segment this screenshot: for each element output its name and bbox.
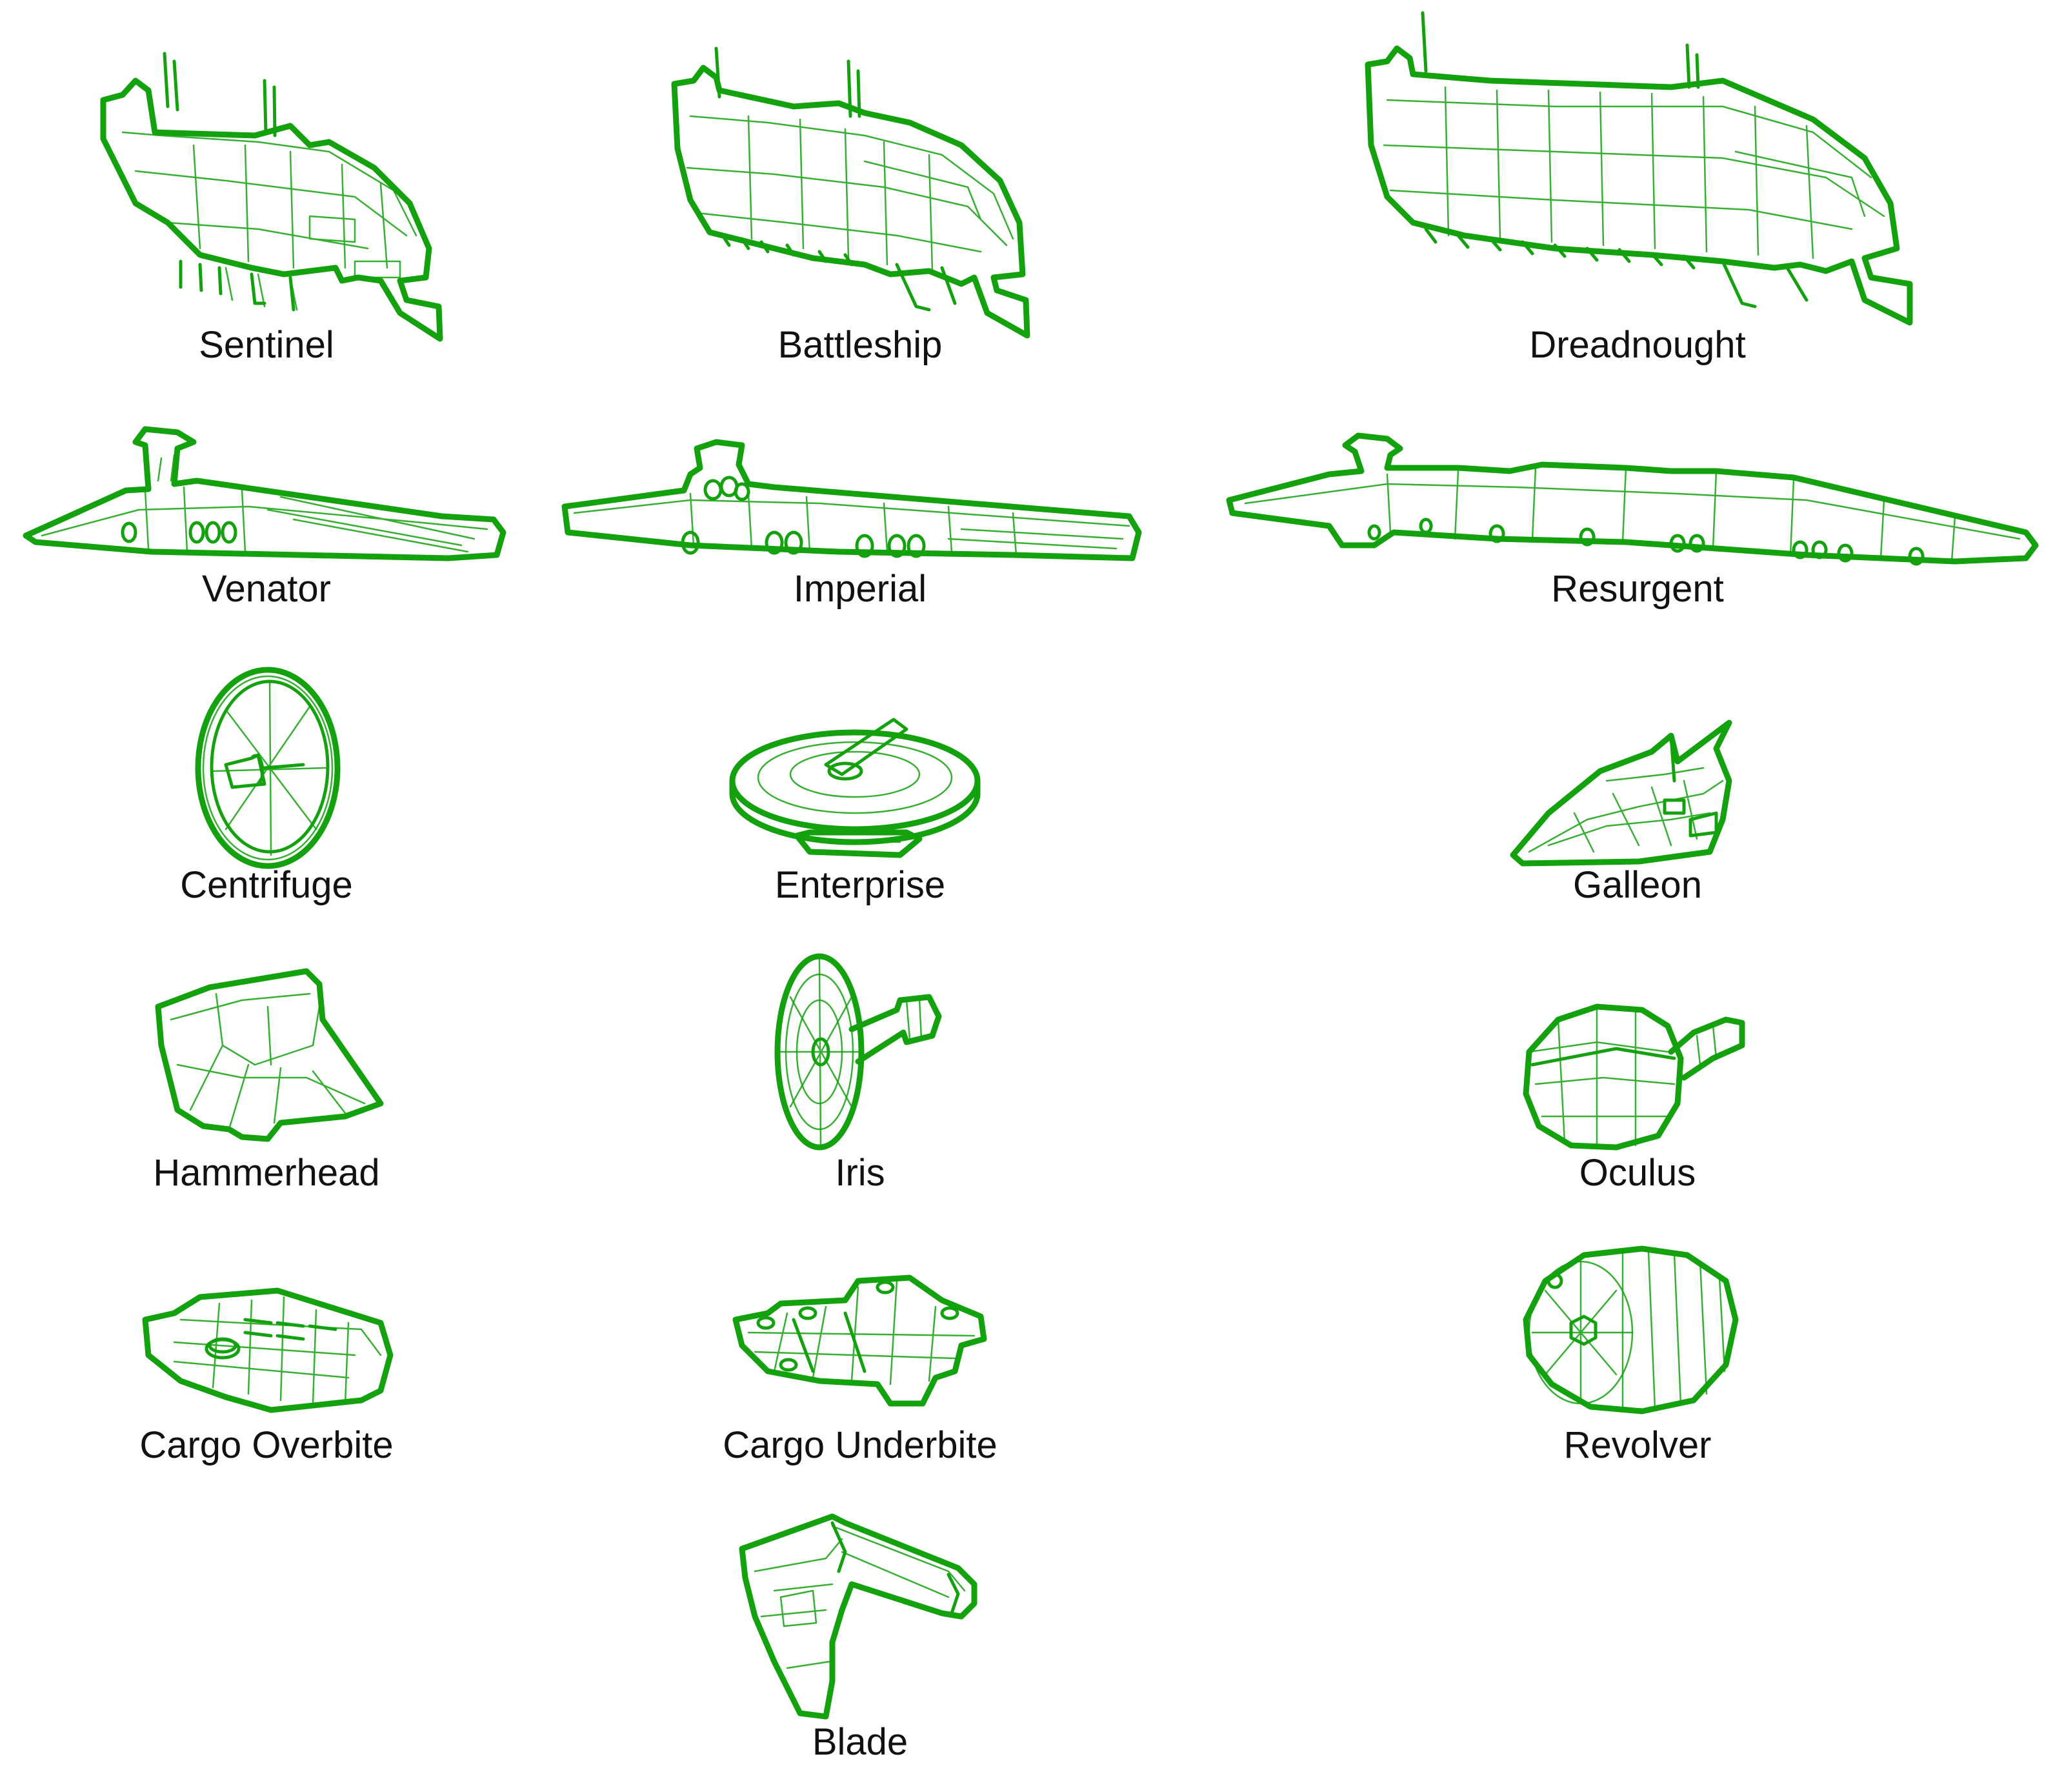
ship-label-imperial: Imperial [793, 568, 927, 610]
cargo-overbite-ship-icon [142, 1287, 394, 1413]
venator-ship-icon [23, 426, 506, 561]
ship-label-cargo-underbite: Cargo Underbite [723, 1424, 997, 1466]
ship-label-oculus: Oculus [1579, 1152, 1696, 1194]
ship-label-galleon: Galleon [1573, 864, 1702, 906]
ship-label-sentinel: Sentinel [199, 324, 334, 366]
ship-label-revolver: Revolver [1563, 1424, 1712, 1466]
galleon-ship-icon [1510, 720, 1732, 867]
ship-label-cargo-overbite: Cargo Overbite [139, 1424, 394, 1466]
cargo-underbite-ship-icon [732, 1274, 987, 1407]
ship-label-battleship: Battleship [777, 324, 943, 366]
ship-label-centrifuge: Centrifuge [180, 864, 353, 906]
ship-label-hammerhead: Hammerhead [153, 1152, 380, 1194]
sentinel-ship-icon [100, 52, 443, 342]
blade-ship-icon [739, 1513, 977, 1720]
oculus-ship-icon [1523, 1003, 1745, 1151]
dreadnought-ship-icon [1365, 11, 1913, 326]
resurgent-ship-icon [1226, 432, 2039, 566]
revolver-ship-icon [1523, 1245, 1739, 1414]
ship-label-dreadnought: Dreadnought [1529, 324, 1746, 366]
enterprise-ship-icon [729, 718, 981, 858]
hammerhead-ship-icon [155, 968, 384, 1142]
iris-ship-icon [774, 953, 942, 1151]
ship-label-resurgent: Resurgent [1551, 568, 1724, 610]
ship-label-blade: Blade [812, 1721, 908, 1763]
ship-label-venator: Venator [202, 568, 331, 610]
battleship-ship-icon [671, 46, 1030, 339]
ship-label-enterprise: Enterprise [774, 864, 946, 906]
imperial-ship-icon [561, 439, 1142, 561]
centrifuge-ship-icon [195, 667, 341, 869]
ship-label-iris: Iris [835, 1152, 885, 1194]
